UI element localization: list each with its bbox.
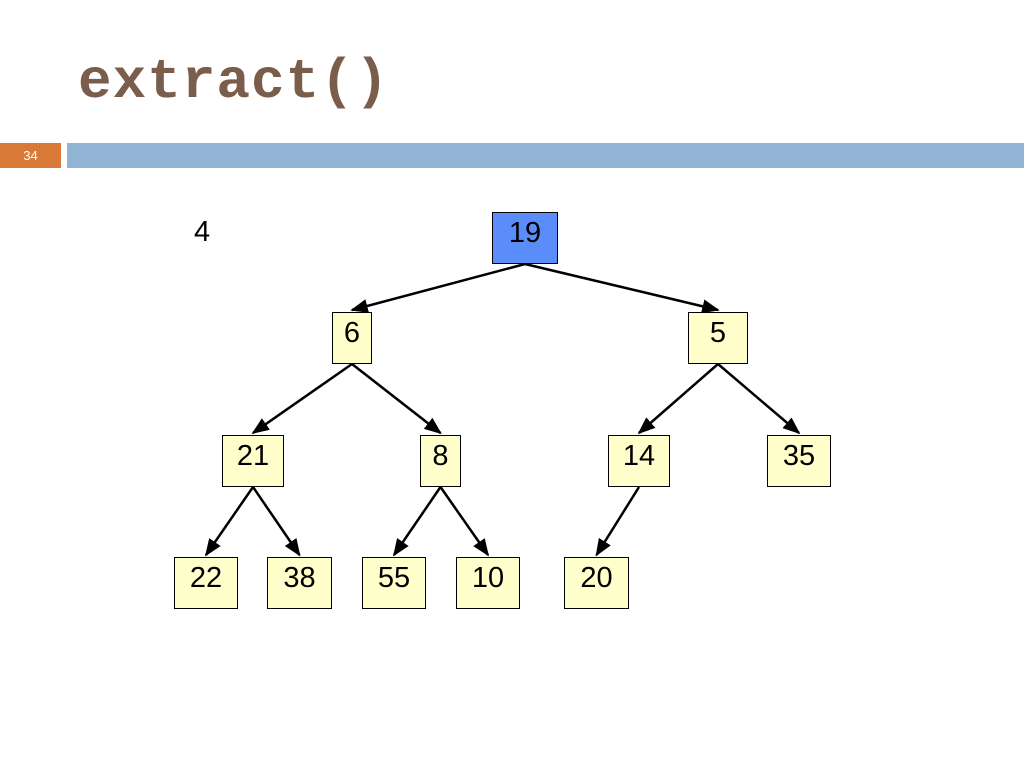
tree-node: 6 [332,312,372,364]
extracted-value: 4 [194,216,211,248]
tree-node: 55 [362,557,426,609]
header-bar [67,143,1024,168]
tree-edge [350,262,526,313]
tree-edge [251,362,353,435]
tree-edge [392,486,442,557]
tree-node: 10 [456,557,520,609]
tree-node: 20 [564,557,629,609]
tree-node-root: 19 [492,212,558,264]
tree-node: 5 [688,312,748,364]
slide-number: 34 [0,143,61,168]
tree-node: 21 [222,435,284,487]
tree-edge [204,486,255,557]
tree-node: 8 [420,435,461,487]
tree-edge [637,363,719,435]
tree-edge [595,486,641,557]
tree-edge [251,486,301,557]
slide-title: extract() [78,50,390,114]
tree-node: 14 [608,435,670,487]
tree-node: 22 [174,557,238,609]
tree-edge [717,363,801,435]
tree-edge [351,363,442,435]
tree-node: 38 [267,557,332,609]
tree-edge [524,262,720,314]
tree-node: 35 [767,435,831,487]
tree-edge [439,486,490,557]
